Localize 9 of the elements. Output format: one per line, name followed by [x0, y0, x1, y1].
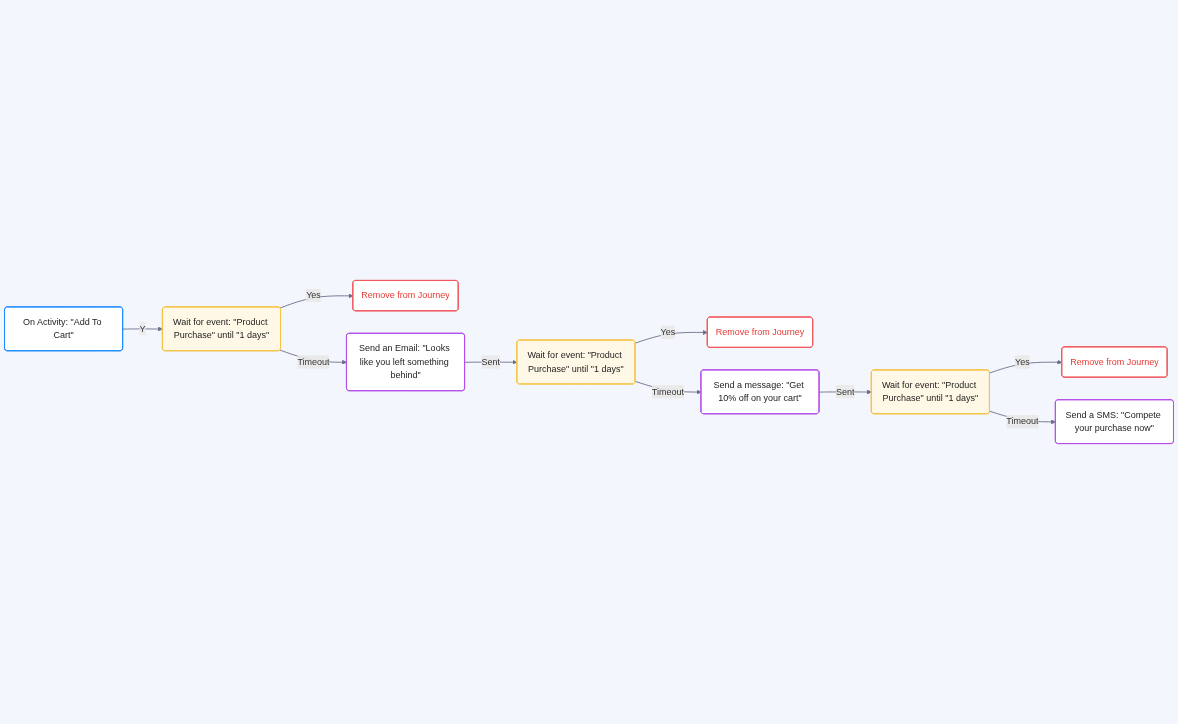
- edge-label: Y: [139, 323, 146, 334]
- edge-label: Yes: [306, 290, 321, 301]
- edge-label: Timeout: [651, 386, 685, 397]
- edge-label: Sent: [481, 356, 500, 367]
- edge-label: Sent: [835, 386, 855, 397]
- edge-label: Timeout: [1006, 416, 1039, 427]
- edge-label: Timeout: [297, 356, 330, 367]
- edge-label: Yes: [660, 327, 676, 337]
- edge-label: Yes: [1015, 356, 1030, 367]
